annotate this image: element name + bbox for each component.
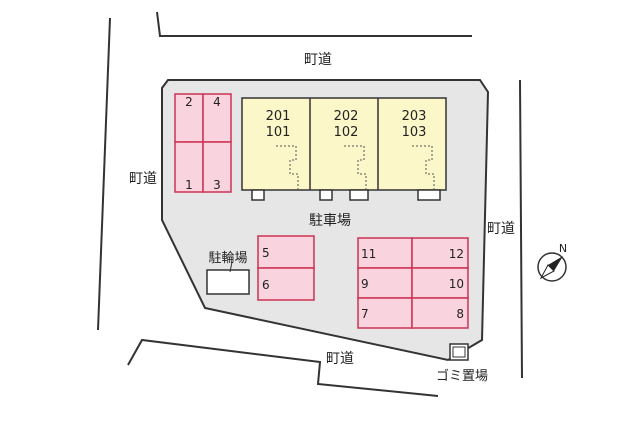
apartment-buildings <box>241 97 447 201</box>
top-road-edge <box>156 11 472 37</box>
left-parking-spaces <box>174 93 232 193</box>
parking-space <box>202 141 232 193</box>
unit-number: 101 <box>266 125 291 140</box>
parking-space-number: 7 <box>361 307 369 321</box>
parking-space-number: 4 <box>213 95 221 109</box>
parking-space-number: 3 <box>213 178 221 192</box>
road-edges <box>97 11 523 397</box>
parking-space-number: 5 <box>262 246 270 260</box>
parking-space-number: 1 <box>185 178 193 192</box>
building-block <box>241 97 447 191</box>
compass-north-label: N <box>559 242 567 255</box>
unit-number: 102 <box>334 125 359 140</box>
parking-space-number: 8 <box>456 307 464 321</box>
garbage-area-box <box>449 343 469 361</box>
bike-parking-leader <box>229 261 233 273</box>
unit-number: 203 <box>402 109 427 124</box>
parking-space-number: 9 <box>361 277 369 291</box>
dotted-outline <box>276 145 299 190</box>
parking-space <box>257 235 315 269</box>
road-label-left: 町道 <box>129 171 157 187</box>
unit-number: 103 <box>402 125 427 140</box>
middle-parking-spaces <box>257 235 315 301</box>
parking-space-number: 10 <box>449 277 464 291</box>
parking-space-number: 11 <box>361 247 376 261</box>
dotted-outline <box>412 145 435 190</box>
bottom-road-edge <box>127 338 439 397</box>
road-label-right: 町道 <box>487 221 515 237</box>
parking-space <box>257 267 315 301</box>
entrance-step <box>349 189 369 201</box>
unit-number: 202 <box>334 109 359 124</box>
compass-icon <box>537 252 567 282</box>
parking-space-number: 2 <box>185 95 193 109</box>
garbage-area-label: ゴミ置場 <box>436 368 488 384</box>
road-label-bottom: 町道 <box>326 351 354 367</box>
right-parking-spaces <box>357 237 469 329</box>
dotted-outline <box>344 145 367 190</box>
parking-space <box>411 297 469 329</box>
garbage-area-inner <box>452 346 466 358</box>
bike-parking-label: 駐輪場 <box>208 250 247 266</box>
road-label-top: 町道 <box>304 52 332 68</box>
entrance-step <box>319 189 333 201</box>
unit-number: 201 <box>266 109 291 124</box>
right-road-edge <box>519 79 523 379</box>
parking-space <box>411 267 469 299</box>
bike-parking-shelter <box>206 269 250 295</box>
parking-space <box>174 141 204 193</box>
parking-space <box>357 267 413 299</box>
parking-space-number: 6 <box>262 278 270 292</box>
parking-space-number: 12 <box>449 247 464 261</box>
entrance-step <box>417 189 441 201</box>
parking-space <box>202 93 232 143</box>
entrance-step <box>251 189 265 201</box>
dotted-outlines <box>276 145 435 190</box>
parking-space <box>357 297 413 329</box>
parking-lot-label: 駐車場 <box>309 212 351 229</box>
left-road-edge <box>97 17 111 331</box>
parking-space <box>411 237 469 269</box>
